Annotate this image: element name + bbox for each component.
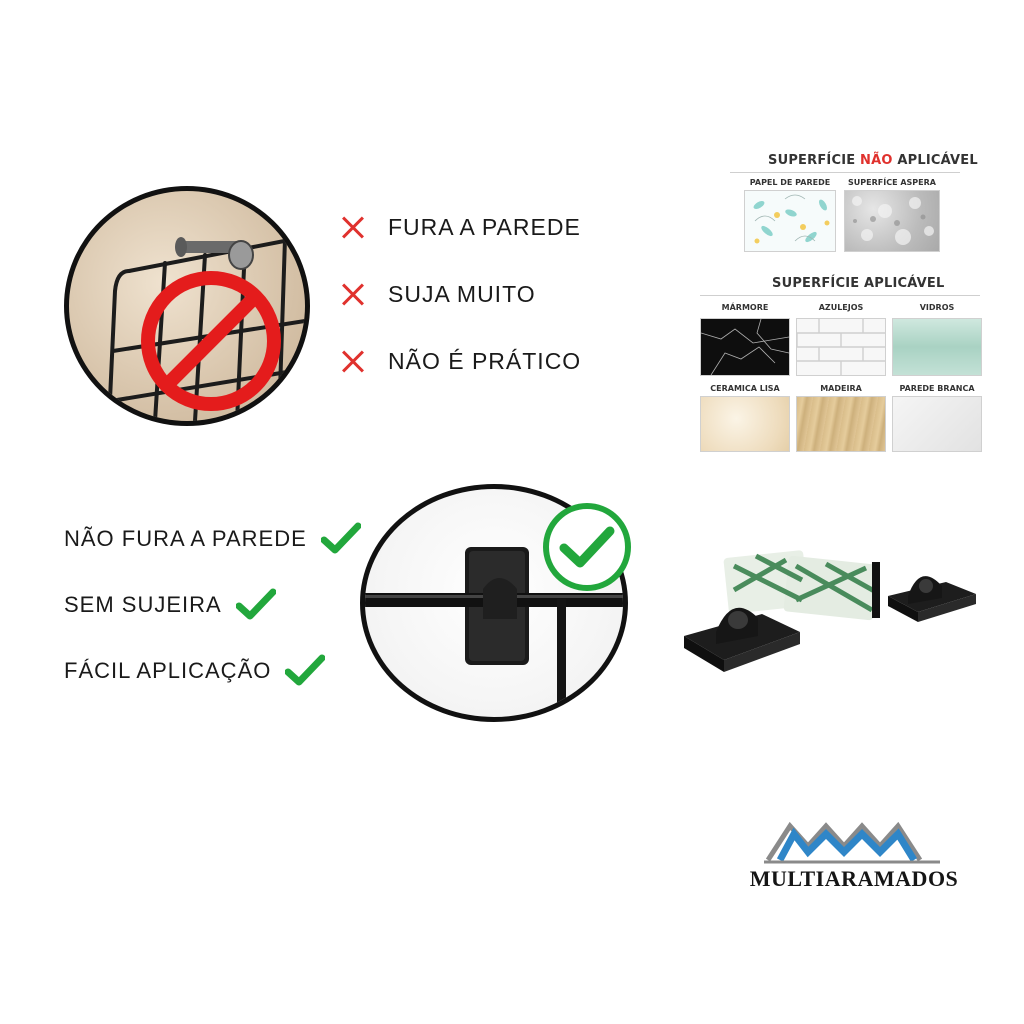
adhesive-clips-product [684, 550, 976, 672]
x-icon [340, 281, 366, 307]
brand-name: MULTIARAMADOS [749, 866, 959, 891]
not-applicable-title: SUPERFÍCIE NÃO APLICÁVEL [768, 153, 978, 168]
divider [730, 172, 960, 173]
tile-label: AZULEJOS [818, 303, 864, 312]
x-icon [340, 348, 366, 374]
list-item: FÁCIL APLICAÇÃO [64, 654, 361, 688]
tile-label: MÁRMORE [721, 303, 769, 312]
clip-holding-rod-illustration [365, 547, 623, 717]
tile-label: PAREDE BRANCA [899, 384, 975, 393]
wire-grid-on-screw-illustration [107, 235, 305, 421]
brand-logo-icon [764, 821, 940, 864]
advantages-list: NÃO FURA A PAREDE SEM SUJEIRA FÁCIL APLI… [64, 522, 361, 720]
divider [700, 295, 980, 296]
check-circle-icon [543, 503, 631, 591]
check-icon [235, 588, 276, 620]
tile-label: PAPEL DE PAREDE [749, 178, 831, 187]
list-item: FURA A PAREDE [340, 210, 581, 244]
tile-label: SUPERFÍCE ASPERA [848, 178, 936, 187]
disadvantages-list: FURA A PAREDE SUJA MUITO NÃO É PRÁTICO [340, 210, 581, 411]
list-item: NÃO É PRÁTICO [340, 344, 581, 378]
list-item: SEM SUJEIRA [64, 588, 361, 622]
check-icon [285, 654, 326, 686]
x-icon [340, 214, 366, 240]
wood-swatch [796, 396, 886, 452]
tile-label: VIDROS [919, 303, 955, 312]
wallpaper-swatch [744, 190, 836, 252]
glass-swatch [892, 318, 982, 376]
adhesive-clip-photo [360, 484, 628, 722]
list-item: NÃO FURA A PAREDE [64, 522, 361, 556]
list-item: SUJA MUITO [340, 277, 581, 311]
marble-swatch [700, 318, 790, 376]
check-icon [320, 522, 361, 554]
drilled-wall-photo [64, 186, 310, 426]
smooth-ceramic-swatch [700, 396, 790, 452]
tiles-swatch [796, 318, 886, 376]
white-wall-swatch [892, 396, 982, 452]
prohibition-icon [141, 271, 281, 411]
applicable-title: SUPERFÍCIE APLICÁVEL [772, 276, 945, 291]
tile-label: CERAMICA LISA [710, 384, 780, 393]
rough-surface-swatch [844, 190, 940, 252]
tile-label: MADEIRA [820, 384, 862, 393]
